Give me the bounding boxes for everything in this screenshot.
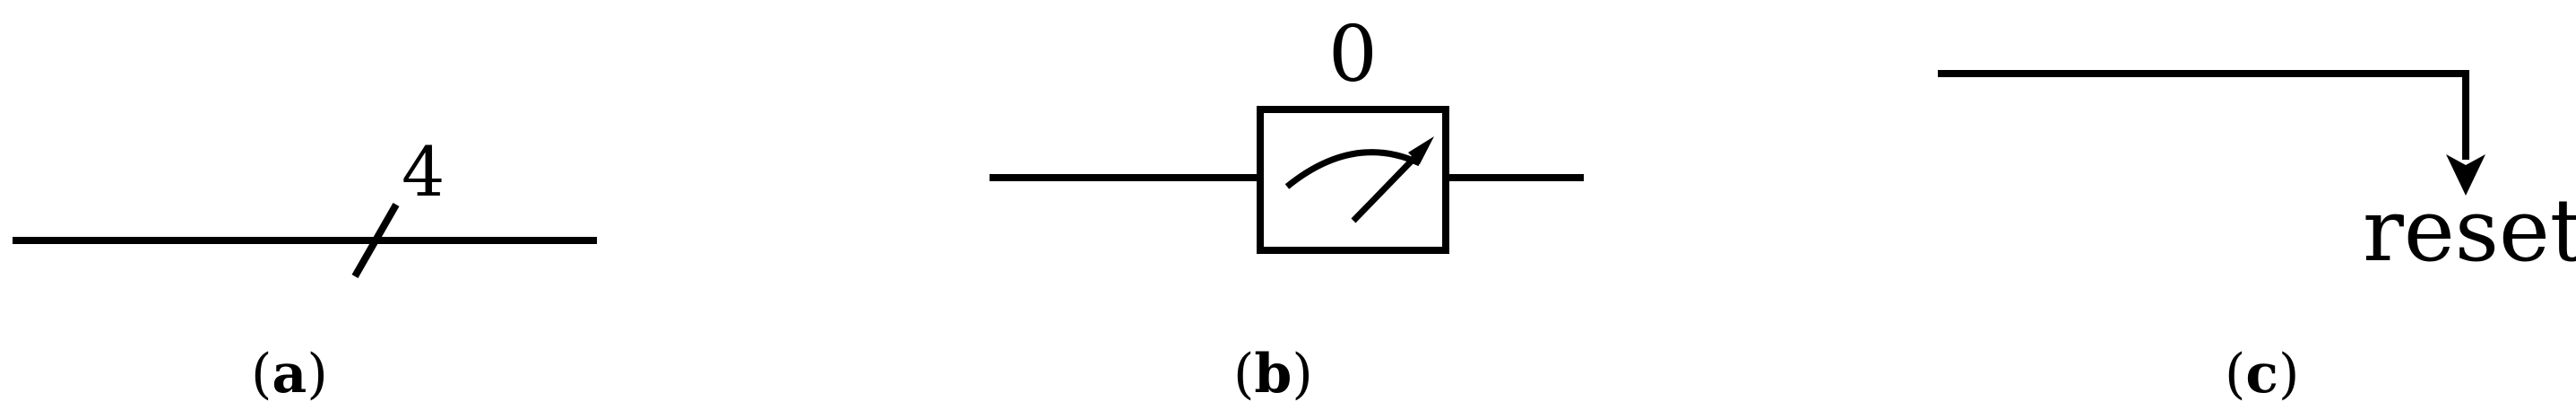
caption-c: (c) [2225, 343, 2299, 406]
caption-a: (a) [251, 343, 328, 406]
caption-c-open: ( [2225, 343, 2245, 406]
caption-a-letter: a [272, 343, 307, 406]
meter-value-label: 0 [1328, 10, 1378, 100]
reset-signal-wire [1938, 70, 2469, 160]
bus-width-slash [351, 203, 400, 278]
caption-b: (b) [1233, 343, 1313, 406]
reset-signal-label: reset [2363, 180, 2576, 281]
caption-b-letter: b [1254, 343, 1292, 406]
caption-a-open: ( [251, 343, 272, 406]
meter-dial-arc [1284, 149, 1422, 189]
bus-width-label: 4 [402, 132, 445, 212]
caption-a-close: ) [307, 343, 327, 406]
caption-b-close: ) [1292, 343, 1312, 406]
panel-b: 0 (b) [990, 10, 1584, 406]
meter-needle [1351, 155, 1417, 223]
panel-c: reset (c) [1938, 70, 2576, 406]
meter-box [1257, 106, 1449, 254]
panel-a: 4 (a) [13, 132, 597, 406]
meter-needle-arrowhead-icon [1408, 136, 1434, 164]
caption-b-open: ( [1233, 343, 1254, 406]
caption-c-letter: c [2245, 343, 2278, 406]
reset-arrowhead-icon [2446, 154, 2485, 196]
caption-c-close: ) [2278, 343, 2299, 406]
